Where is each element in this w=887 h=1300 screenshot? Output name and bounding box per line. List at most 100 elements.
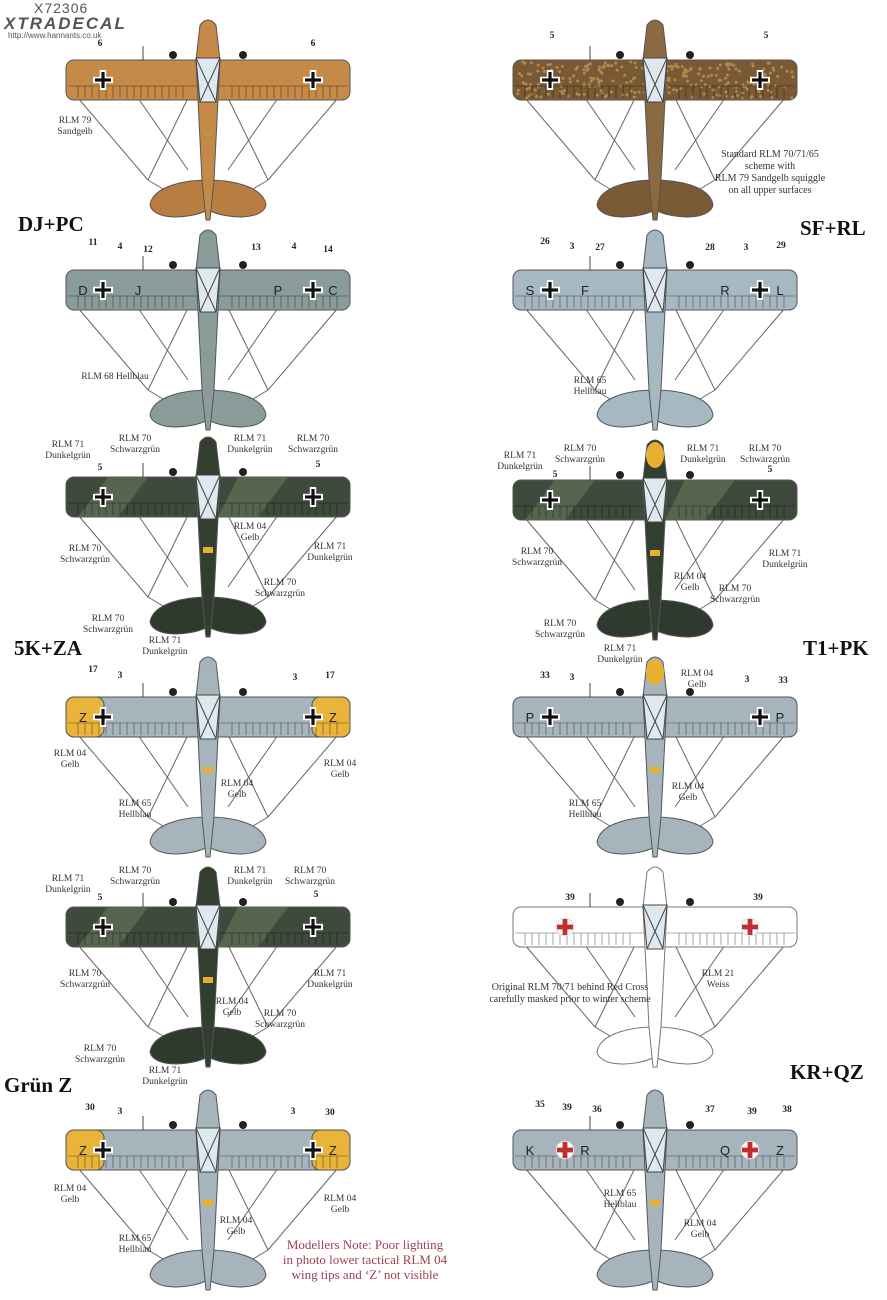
decal-number: 39	[747, 1107, 757, 1117]
annotation-note: Standard RLM 70/71/65 scheme with RLM 79…	[712, 149, 829, 197]
colour-label: RLM 04 Gelb	[54, 749, 86, 771]
colour-label: RLM 71 Dunkelgrün	[45, 874, 90, 896]
colour-label: RLM 04 Gelb	[674, 572, 706, 594]
decal-number: 3	[570, 673, 575, 683]
decal-number: 13	[251, 243, 261, 253]
colour-label: RLM 68 Hellblau	[81, 372, 149, 383]
colour-label: RLM 70 Schwarzgrün	[255, 1009, 305, 1031]
colour-label: RLM 71 Dunkelgrün	[45, 440, 90, 462]
colour-label: RLM 65 Hellblau	[574, 376, 607, 398]
colour-label: RLM 71 Dunkelgrün	[307, 969, 352, 991]
decal-number: 37	[705, 1105, 715, 1115]
decal-number: 4	[118, 242, 123, 252]
decal-number: 35	[535, 1100, 545, 1110]
code-sf-rl: SF+RL	[800, 216, 866, 241]
wing-code-letter: P	[274, 283, 283, 298]
decal-number: 33	[778, 676, 788, 686]
decal-number: 26	[540, 237, 550, 247]
decal-number: 6	[311, 39, 316, 49]
decal-number: 36	[592, 1105, 602, 1115]
colour-label: RLM 65 Hellblau	[119, 799, 152, 821]
aircraft-plan-view: ZZ	[66, 657, 350, 857]
wing-code-letter: J	[135, 283, 142, 298]
decal-number: 5	[764, 31, 769, 41]
code-dj-pc: DJ+PC	[18, 212, 84, 237]
decal-number: 3	[744, 243, 749, 253]
colour-label: RLM 71 Dunkelgrün	[680, 444, 725, 466]
colour-label: RLM 71 Dunkelgrün	[142, 1066, 187, 1088]
decal-number: 5	[98, 893, 103, 903]
decal-number: 3	[745, 675, 750, 685]
colour-label: RLM 04 Gelb	[54, 1184, 86, 1206]
wing-code-letter: P	[776, 710, 785, 725]
decal-number: 38	[782, 1105, 792, 1115]
decal-number: 27	[595, 243, 605, 253]
colour-label: RLM 04 Gelb	[672, 782, 704, 804]
colour-label: RLM 70 Schwarzgrün	[60, 544, 110, 566]
decal-number: 3	[291, 1107, 296, 1117]
wing-code-letter: D	[78, 283, 87, 298]
code-grun-z: Grün Z	[4, 1073, 72, 1098]
wing-code-letter: Z	[79, 710, 87, 725]
decal-number: 39	[562, 1103, 572, 1113]
colour-label: RLM 04 Gelb	[234, 522, 266, 544]
decal-number: 5	[550, 31, 555, 41]
decal-number: 3	[118, 671, 123, 681]
colour-label: RLM 65 Hellblau	[569, 799, 602, 821]
colour-label: RLM 21 Weiss	[702, 969, 734, 991]
decal-number: 39	[753, 893, 763, 903]
colour-label: RLM 70 Schwarzgrün	[285, 866, 335, 888]
decal-number: 3	[293, 673, 298, 683]
annotation-note: Modellers Note: Poor lighting in photo l…	[283, 1237, 447, 1282]
colour-label: RLM 04 Gelb	[681, 669, 713, 691]
wing-code-letter: Z	[329, 710, 337, 725]
aircraft-plan-view: PP	[513, 657, 797, 857]
annotation-note: Original RLM 70/71 behind Red Cross care…	[489, 982, 650, 1006]
decal-number: 17	[325, 671, 335, 681]
decal-number: 28	[705, 243, 715, 253]
colour-label: RLM 70 Schwarzgrün	[555, 444, 605, 466]
decal-number: 5	[768, 465, 773, 475]
decal-number: 5	[314, 890, 319, 900]
decal-number: 11	[89, 238, 98, 248]
colour-label: RLM 70 Schwarzgrün	[110, 866, 160, 888]
colour-label: RLM 70 Schwarzgrün	[512, 547, 562, 569]
brand-name: XTRADECAL	[4, 16, 127, 31]
decal-number: 14	[323, 245, 333, 255]
aircraft-plan-view	[66, 20, 350, 220]
colour-label: RLM 71 Dunkelgrün	[142, 636, 187, 658]
colour-label: RLM 71 Dunkelgrün	[227, 866, 272, 888]
wing-code-letter: C	[328, 283, 337, 298]
decal-number: 3	[570, 242, 575, 252]
colour-label: RLM 71 Dunkelgrün	[227, 434, 272, 456]
colour-label: RLM 71 Dunkelgrün	[497, 451, 542, 473]
colour-label: RLM 70 Schwarzgrün	[75, 1044, 125, 1066]
colour-label: RLM 70 Schwarzgrün	[110, 434, 160, 456]
colour-label: RLM 04 Gelb	[221, 779, 253, 801]
aircraft-plan-view: KRQZ	[513, 1090, 797, 1290]
wing-code-letter: R	[720, 283, 729, 298]
colour-label: RLM 70 Schwarzgrün	[740, 444, 790, 466]
colour-label: RLM 70 Schwarzgrün	[535, 619, 585, 641]
colour-label: RLM 04 Gelb	[216, 997, 248, 1019]
decal-number: 17	[88, 665, 98, 675]
decal-number: 30	[325, 1108, 335, 1118]
code-5k-za: 5K+ZA	[14, 636, 82, 661]
aircraft-plan-view: DJPC	[66, 230, 350, 430]
wing-code-letter: R	[580, 1143, 589, 1158]
decal-number: 5	[316, 460, 321, 470]
wing-code-letter: F	[581, 283, 589, 298]
decal-number: 5	[98, 463, 103, 473]
colour-label: RLM 70 Schwarzgrün	[288, 434, 338, 456]
decal-number: 5	[553, 470, 558, 480]
wing-code-letter: Z	[79, 1143, 87, 1158]
decal-number: 29	[776, 241, 786, 251]
colour-label: RLM 71 Dunkelgrün	[597, 644, 642, 666]
decal-number: 39	[565, 893, 575, 903]
wing-code-letter: Q	[720, 1143, 730, 1158]
decal-number: 30	[85, 1103, 95, 1113]
colour-label: RLM 70 Schwarzgrün	[255, 578, 305, 600]
decal-number: 4	[292, 242, 297, 252]
decal-number: 6	[98, 39, 103, 49]
aircraft-plan-view: SFRL	[513, 230, 797, 430]
